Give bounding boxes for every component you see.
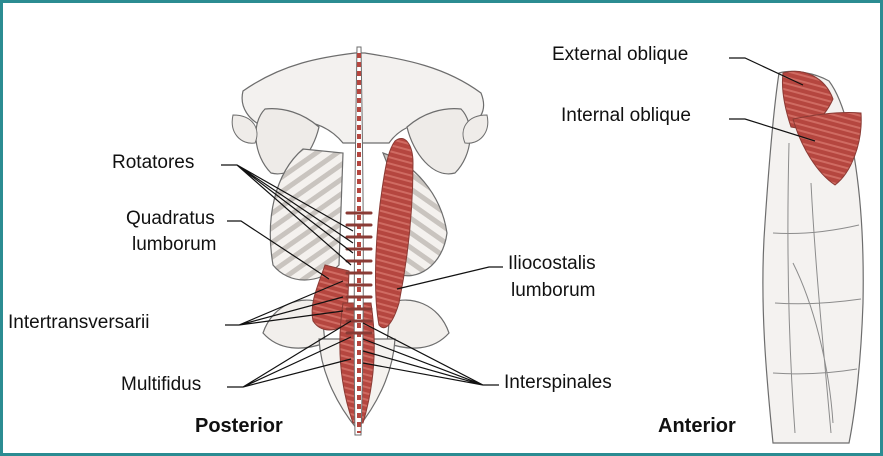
anterior-abdomen-drawing bbox=[763, 71, 863, 443]
label-iliocostalis-line1: Iliocostalis bbox=[508, 253, 596, 275]
label-interspinales: Interspinales bbox=[504, 372, 612, 394]
label-rotatores: Rotatores bbox=[112, 152, 194, 174]
label-intertransversarii: Intertransversarii bbox=[8, 312, 150, 334]
label-internal-oblique: Internal oblique bbox=[561, 105, 691, 127]
label-external-oblique: External oblique bbox=[552, 44, 688, 66]
caption-anterior: Anterior bbox=[658, 415, 736, 438]
label-multifidus: Multifidus bbox=[121, 374, 201, 396]
caption-posterior: Posterior bbox=[195, 415, 283, 438]
label-quadratus-line2: lumborum bbox=[132, 234, 216, 256]
label-quadratus-line1: Quadratus bbox=[126, 208, 215, 230]
label-iliocostalis-line2: lumborum bbox=[511, 280, 595, 302]
